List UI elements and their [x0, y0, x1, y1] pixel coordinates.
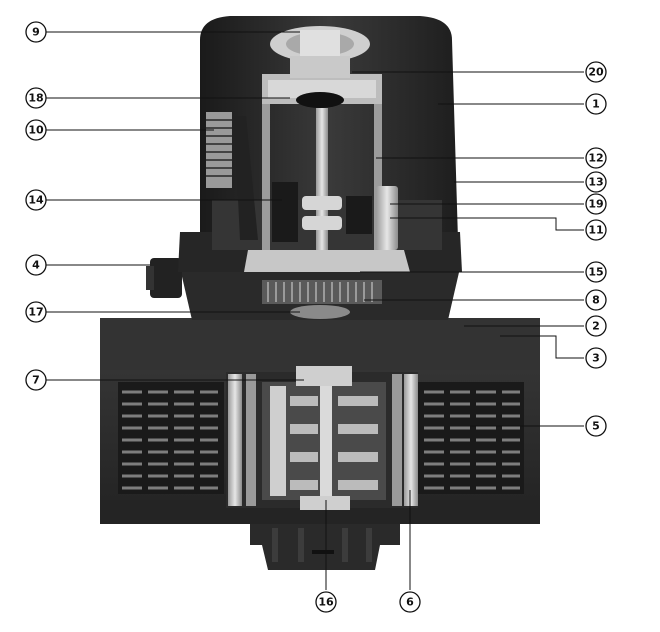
interior-mechanism	[206, 26, 410, 272]
actuator-drawing	[100, 16, 540, 570]
right-spring-pack	[418, 382, 524, 494]
svg-text:9: 9	[32, 26, 40, 39]
svg-text:10: 10	[28, 124, 44, 137]
callout-9: 9	[25, 21, 47, 43]
svg-text:19: 19	[588, 198, 603, 211]
callout-10: 10	[25, 119, 47, 141]
bottom-mount	[250, 520, 400, 570]
svg-text:7: 7	[32, 374, 40, 387]
svg-text:11: 11	[588, 224, 603, 237]
svg-text:2: 2	[592, 320, 600, 333]
leader-lines	[46, 31, 584, 590]
callout-5: 5	[585, 415, 607, 437]
callout-19: 19	[585, 193, 607, 215]
left-spring-pack	[118, 382, 224, 494]
svg-text:14: 14	[28, 194, 44, 207]
svg-text:15: 15	[588, 266, 603, 279]
callout-8: 8	[585, 289, 607, 311]
svg-text:17: 17	[28, 306, 43, 319]
svg-text:18: 18	[28, 92, 43, 105]
leader-3	[500, 335, 584, 359]
svg-text:8: 8	[592, 294, 600, 307]
svg-text:20: 20	[588, 66, 604, 79]
leader-11	[390, 217, 584, 231]
callout-14: 14	[25, 189, 47, 211]
callout-4: 4	[25, 254, 47, 276]
svg-text:6: 6	[406, 596, 414, 609]
callout-15: 15	[585, 261, 607, 283]
callout-11: 11	[585, 219, 607, 241]
callout-18: 18	[25, 87, 47, 109]
callout-2: 2	[585, 315, 607, 337]
svg-text:4: 4	[32, 259, 40, 272]
callout-16: 16	[315, 591, 337, 613]
callout-6: 6	[399, 591, 421, 613]
callout-13: 13	[585, 171, 607, 193]
callout-20: 20	[585, 61, 607, 83]
gear-neck	[180, 268, 460, 320]
svg-text:13: 13	[588, 176, 603, 189]
svg-text:5: 5	[592, 420, 600, 433]
callout-1: 1	[585, 93, 607, 115]
piston-assembly	[226, 366, 418, 510]
svg-text:12: 12	[588, 152, 603, 165]
svg-text:16: 16	[318, 596, 334, 609]
cable-gland	[146, 258, 182, 298]
callouts: 9 18 10 14 4 17 7 20 1 12 13 19 11 15 8 …	[25, 21, 607, 613]
callout-12: 12	[585, 147, 607, 169]
callout-3: 3	[585, 347, 607, 369]
svg-text:3: 3	[592, 352, 600, 365]
callout-17: 17	[25, 301, 47, 323]
callout-7: 7	[25, 369, 47, 391]
svg-text:1: 1	[592, 98, 600, 111]
